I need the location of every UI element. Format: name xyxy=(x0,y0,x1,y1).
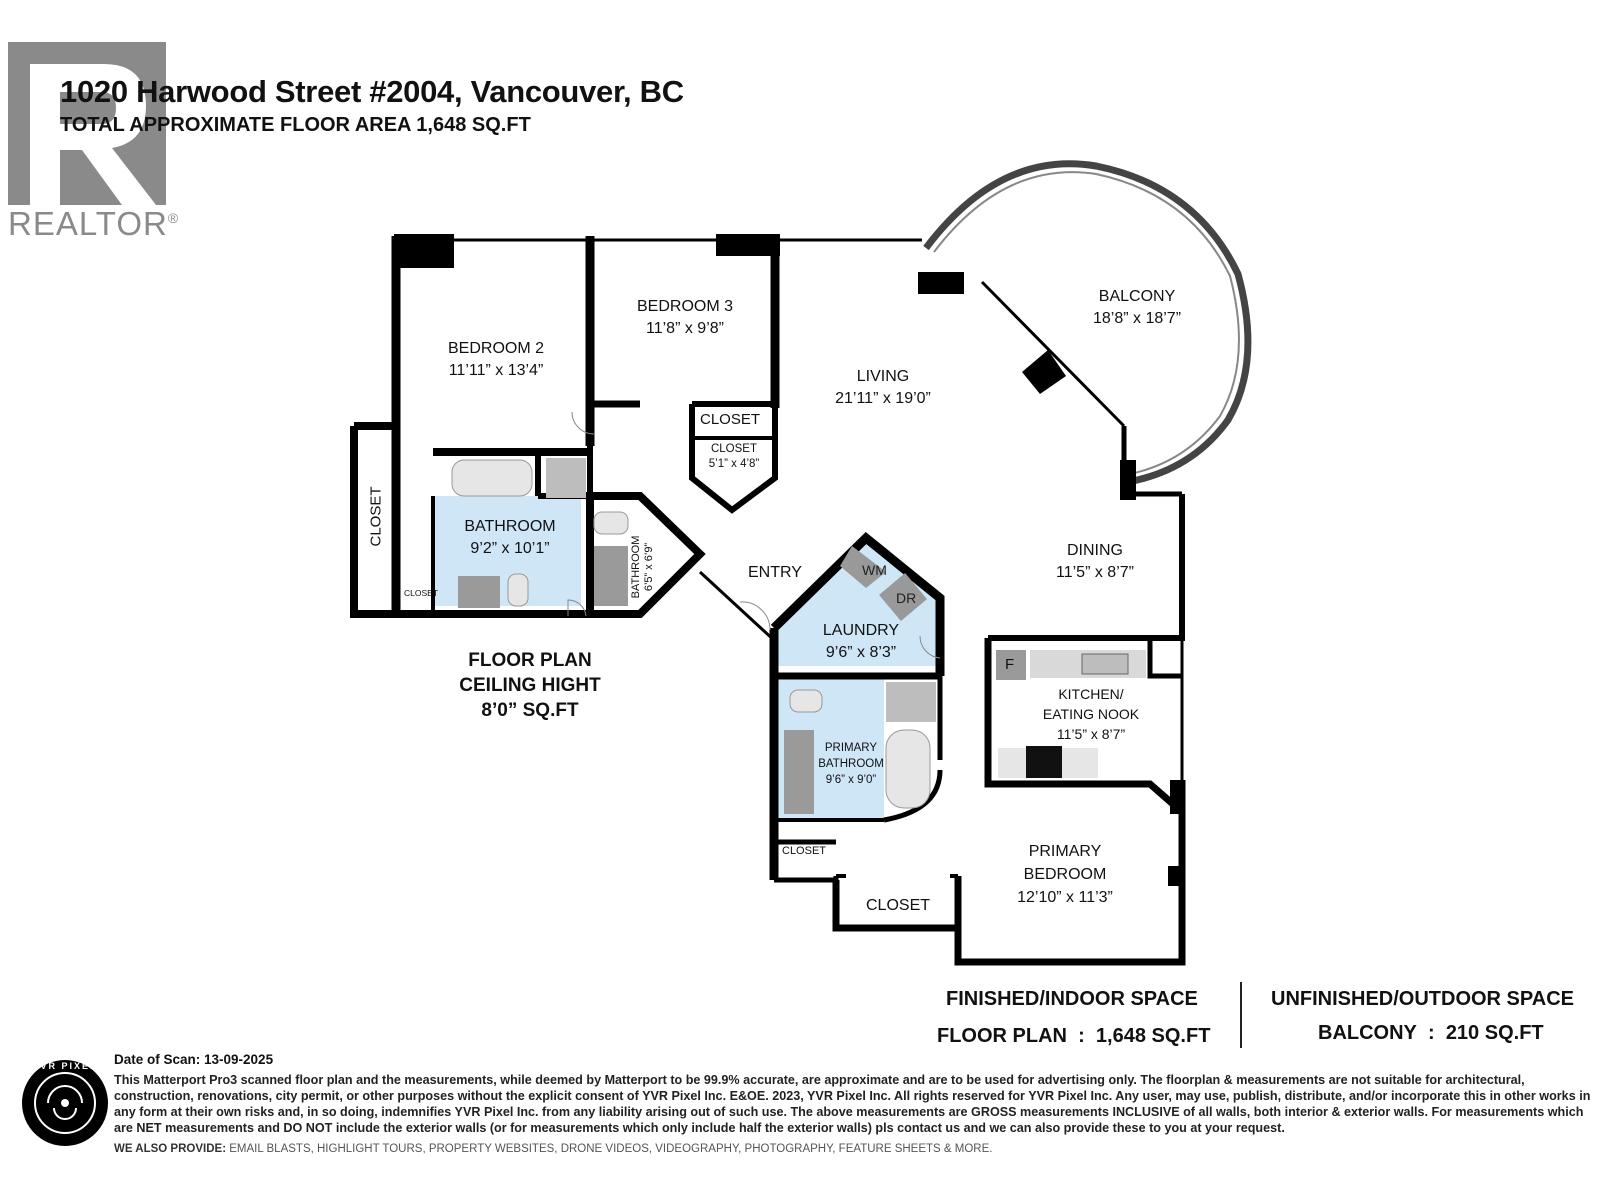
disclaimer-text: This Matterport Pro3 scanned floor plan … xyxy=(114,1073,1591,1135)
vanity-primary xyxy=(784,730,814,814)
wall-laundry xyxy=(770,531,945,676)
dryer xyxy=(879,573,927,621)
bathroom-fill xyxy=(433,496,581,606)
wall-primary-bath-right xyxy=(883,676,943,823)
column-living-top xyxy=(918,272,964,294)
label-entry: ENTRY xyxy=(748,564,802,581)
column-balcony xyxy=(1022,350,1066,394)
toilet-bath1 xyxy=(507,573,529,607)
column-b2-top xyxy=(394,234,454,268)
wall-entry-diagonal xyxy=(698,570,778,644)
door-swing-bath xyxy=(567,599,587,617)
stove xyxy=(1026,746,1062,778)
tub-primary xyxy=(885,729,931,809)
column-kitchen xyxy=(1170,780,1184,814)
wall-balcony-diagonal xyxy=(980,280,1126,428)
listing-address: 1020 Harwood Street #2004, Vancouver, BC xyxy=(60,74,684,109)
door-swing-laundry xyxy=(919,635,941,659)
finished-space-row: FLOOR PLAN : 1,648 SQ.FT xyxy=(937,1025,1211,1047)
column-primary xyxy=(1168,866,1184,886)
realtor-r-icon xyxy=(8,42,166,205)
balcony-rail xyxy=(923,160,1252,486)
wall-kitchen xyxy=(984,638,1185,815)
services-line: WE ALSO PROVIDE: EMAIL BLASTS, HIGHLIGHT… xyxy=(114,1143,993,1155)
date-of-scan: Date of Scan: 13-09-2025 xyxy=(114,1052,274,1067)
label-closet-primary: CLOSET xyxy=(866,897,931,914)
label-closet-b3: CLOSET xyxy=(700,411,761,428)
unfinished-space-heading: UNFINISHED/OUTDOOR SPACE xyxy=(1271,988,1574,1010)
wall-closet-vertical xyxy=(350,422,590,618)
label-wm: WM xyxy=(862,562,887,578)
vanity-bath1 xyxy=(458,576,500,608)
column-dining xyxy=(1120,460,1136,500)
shower-primary xyxy=(886,682,936,722)
total-area: TOTAL APPROXIMATE FLOOR AREA 1,648 SQ.FT xyxy=(60,114,531,136)
toilet-primary xyxy=(789,689,823,713)
label-dr: DR xyxy=(896,590,917,606)
summary-divider xyxy=(1240,982,1242,1048)
column-b3-top xyxy=(716,234,780,256)
balcony-rail-inner xyxy=(933,171,1240,475)
wall-kitchen-right xyxy=(1147,638,1182,679)
label-closet-primary-small: CLOSET xyxy=(782,845,827,857)
fridge xyxy=(996,650,1026,680)
bathtub xyxy=(451,459,533,497)
unfinished-space-row: BALCONY : 210 SQ.FT xyxy=(1318,1022,1544,1044)
toilet-bath2 xyxy=(593,511,629,535)
door-swing-entry xyxy=(739,601,771,631)
yvr-pixel-logo-text: YVR PIXEL xyxy=(32,1061,98,1071)
label-fridge: F xyxy=(1005,656,1015,673)
sink-bath2 xyxy=(594,546,628,606)
label-closet-b2-small: CLOSET xyxy=(404,588,439,598)
yvr-pixel-logo xyxy=(22,1060,108,1146)
kitchen-sink xyxy=(1081,653,1129,675)
label-closet-b2-vertical: CLOSET xyxy=(367,486,385,547)
shower-bath1 xyxy=(546,458,586,498)
wall-hall-closet xyxy=(689,404,778,514)
washer xyxy=(840,546,886,588)
finished-space-heading: FINISHED/INDOOR SPACE xyxy=(946,988,1198,1010)
door-swing-b2 xyxy=(571,411,595,435)
realtor-logo-text: REALTOR® xyxy=(8,205,180,242)
wall-primary-closet xyxy=(832,876,962,932)
